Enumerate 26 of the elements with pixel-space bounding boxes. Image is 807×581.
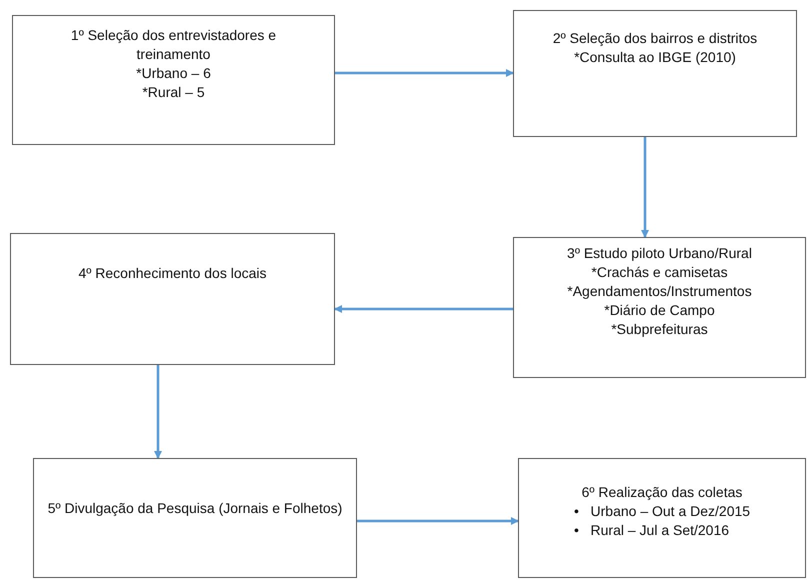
step-title: 5º Divulgação da Pesquisa (Jornais e Folhetos) [48,499,342,518]
step-detail: *Urbano – 6 [136,64,211,83]
step-title: 6º Realização das coletas [582,483,742,502]
step-detail: *Diário de Campo [604,301,715,320]
step-detail: *Agendamentos/Instrumentos [567,282,752,301]
process-box [10,233,335,365]
process-box [12,15,335,145]
arrow [357,517,519,525]
bullet-item: • Urbano – Out a Dez/2015 [574,502,750,521]
bullet-item: • Rural – Jul a Set/2016 [574,521,730,540]
arrow [335,69,514,77]
step-detail: *Consulta ao IBGE (2010) [574,48,736,67]
process-box [513,237,806,378]
arrow [641,137,649,238]
step-title: 3º Estudo piloto Urbano/Rural [567,244,752,263]
step-title: 2º Seleção dos bairros e distritos [552,29,758,48]
step-title: 4º Reconhecimento dos locais [78,264,266,283]
arrow [334,305,513,313]
process-box [518,458,806,578]
step-detail: *Subprefeituras [611,320,708,339]
step-title: 1º Seleção dos entrevistadores e treinamento [70,26,278,64]
process-box [33,458,357,578]
arrow [154,365,162,459]
process-box [513,10,797,137]
step-detail: *Crachás e camisetas [591,263,728,282]
step-detail: *Rural – 5 [142,83,205,102]
